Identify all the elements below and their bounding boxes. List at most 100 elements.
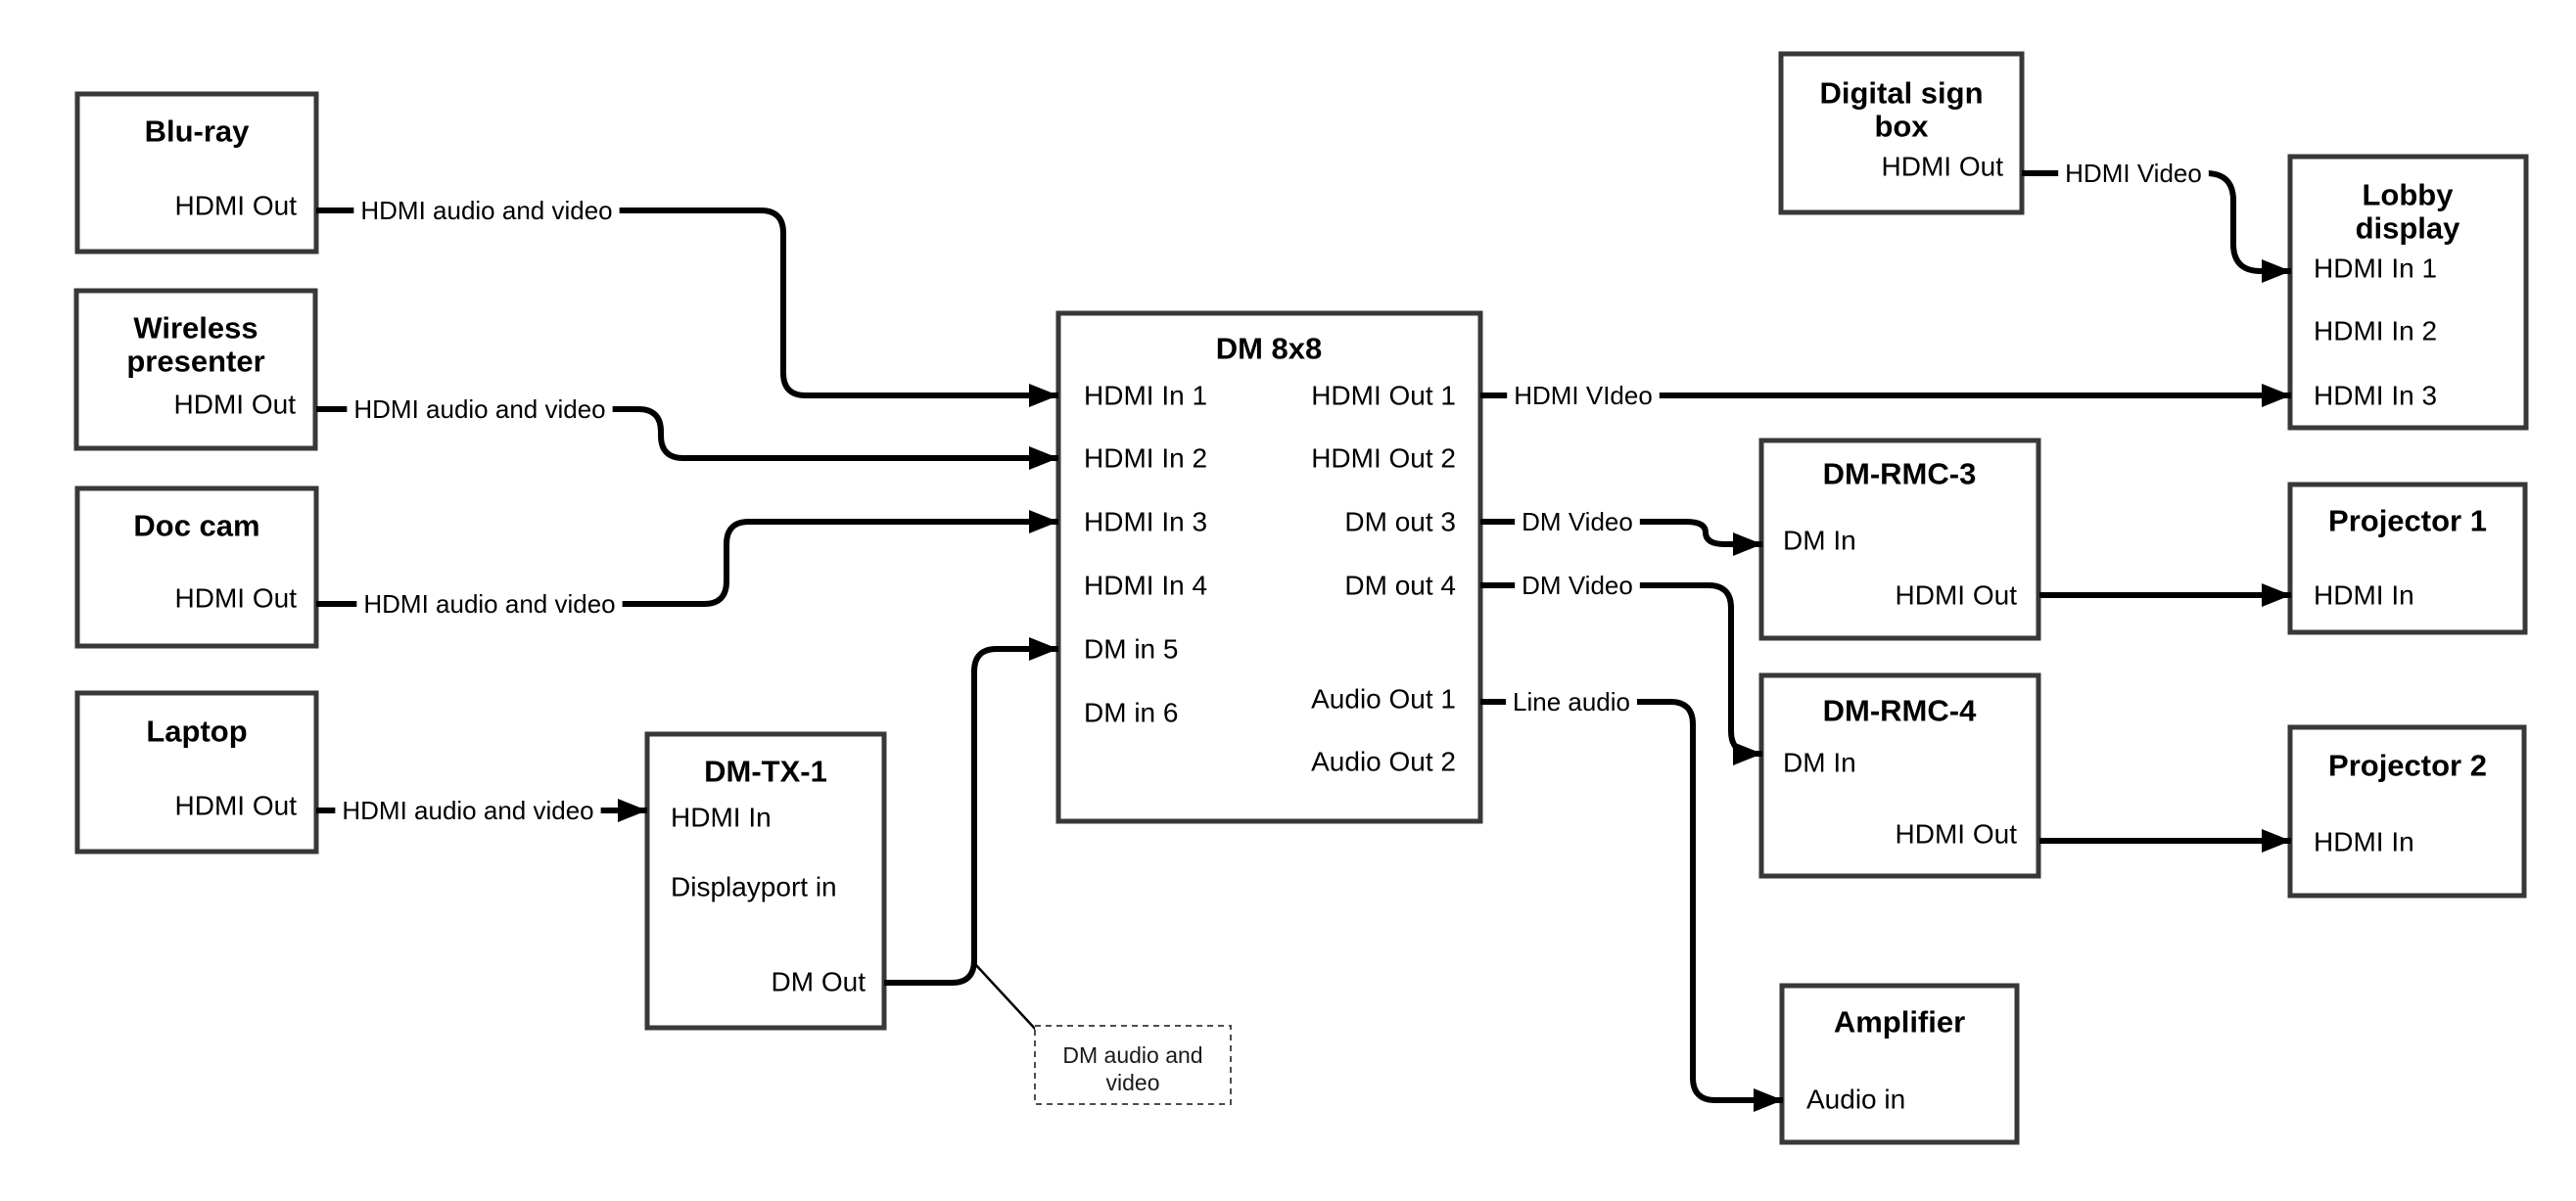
dm-8x8-port-dm-out-4: DM out 4 <box>1344 571 1456 601</box>
digital-sign-box-title-line2: box <box>1874 110 1929 144</box>
lobby-display-title-line2: display <box>2356 211 2461 246</box>
wire-label-wireless: HDMI audio and video <box>353 394 605 424</box>
dm-8x8-port-hdmi-in-1: HDMI In 1 <box>1084 381 1207 411</box>
dm-8x8-port-hdmi-in-3: HDMI In 3 <box>1084 507 1207 537</box>
node-dm-tx-1: DM-TX-1 HDMI In Displayport in DM Out <box>644 731 887 1031</box>
laptop-box <box>74 690 319 855</box>
projector-2-port-hdmi-in: HDMI In <box>2314 827 2414 857</box>
wire-label-laptop: HDMI audio and video <box>342 796 593 825</box>
dm-8x8-port-hdmi-out-1: HDMI Out 1 <box>1311 381 1456 411</box>
node-dm-rmc-3: DM-RMC-3 DM In HDMI Out <box>1758 438 2041 641</box>
dm-8x8-port-audio-out-2: Audio Out 2 <box>1311 747 1456 777</box>
dm-rmc-3-port-dm-in: DM In <box>1783 526 1856 556</box>
wire-label-doccam: HDMI audio and video <box>363 589 615 619</box>
dm-8x8-port-hdmi-in-4: HDMI In 4 <box>1084 571 1207 601</box>
node-amplifier: Amplifier Audio in <box>1779 983 2020 1145</box>
annotation-box <box>1034 1025 1232 1105</box>
dm-tx-1-box <box>644 731 887 1031</box>
wire-label-background <box>2058 157 2209 190</box>
wire-label-background <box>1506 685 1637 718</box>
node-laptop: Laptop HDMI Out <box>74 690 319 855</box>
dm-8x8-title: DM 8x8 <box>1216 332 1323 366</box>
node-wireless-presenter: Wireless presenter HDMI Out <box>73 288 318 451</box>
wire-labels: HDMI audio and video HDMI audio and vide… <box>335 157 2209 827</box>
wire-dm8x8-dm-out-4-to-dm-rmc-4-dm-in <box>1480 582 1762 765</box>
annotation-dm-audio-video: DM audio and video <box>974 963 1232 1105</box>
projector-1-port-hdmi-in: HDMI In <box>2314 580 2414 611</box>
dm-8x8-port-dm-in-5: DM in 5 <box>1084 634 1178 665</box>
doc-cam-box <box>74 485 319 649</box>
dm-tx-1-title: DM-TX-1 <box>704 755 827 789</box>
wire-label-hdmi-video-sign: HDMI Video <box>2065 159 2202 188</box>
node-projector-2: Projector 2 HDMI In <box>2287 724 2527 899</box>
wire-wireless-to-dm8x8-hdmi-in-2 <box>316 406 1058 470</box>
wire-dm8x8-dm-out-3-to-dm-rmc-3-dm-in <box>1480 519 1762 556</box>
amplifier-port-audio-in: Audio in <box>1806 1085 1905 1115</box>
dm-8x8-box <box>1055 310 1483 824</box>
annotation-text-line2: video <box>1106 1070 1160 1095</box>
node-projector-1: Projector 1 HDMI In <box>2287 482 2528 635</box>
wire-label-background <box>347 393 613 426</box>
digital-sign-box-box <box>1778 51 2025 215</box>
lobby-display-port-hdmi-in-2: HDMI In 2 <box>2314 316 2437 346</box>
laptop-port-hdmi-out: HDMI Out <box>175 791 298 821</box>
bluray-title: Blu-ray <box>145 115 251 149</box>
digital-sign-box-port-hdmi-out: HDMI Out <box>1882 152 2004 182</box>
wireless-presenter-title-line2: presenter <box>126 345 264 379</box>
wire-bluray-to-dm8x8-hdmi-in-1 <box>316 208 1058 407</box>
dm-8x8-port-dm-out-3: DM out 3 <box>1344 507 1456 537</box>
dm-rmc-4-port-hdmi-out: HDMI Out <box>1896 819 2018 850</box>
wire-label-dm-video-4: DM Video <box>1522 571 1633 600</box>
node-bluray: Blu-ray HDMI Out <box>74 91 319 254</box>
dm-rmc-3-port-hdmi-out: HDMI Out <box>1896 580 2018 611</box>
dm-rmc-4-port-dm-in: DM In <box>1783 748 1856 778</box>
doc-cam-port-hdmi-out: HDMI Out <box>175 583 298 614</box>
dm-rmc-4-title: DM-RMC-4 <box>1823 694 1977 728</box>
bluray-box <box>74 91 319 254</box>
dm-rmc-4-box <box>1758 672 2041 879</box>
amplifier-box <box>1779 983 2020 1145</box>
wireless-presenter-box <box>73 288 318 451</box>
doc-cam-title: Doc cam <box>133 509 259 543</box>
laptop-title: Laptop <box>146 715 247 749</box>
node-doc-cam: Doc cam HDMI Out <box>74 485 319 649</box>
wireless-presenter-title-line1: Wireless <box>133 311 258 346</box>
dm-tx-1-port-displayport-in: Displayport in <box>671 872 837 902</box>
dm-8x8-port-audio-out-1: Audio Out 1 <box>1311 684 1456 715</box>
projector-1-title: Projector 1 <box>2328 504 2487 538</box>
annotation-text-line1: DM audio and <box>1062 1042 1202 1068</box>
wire-label-line-audio: Line audio <box>1513 687 1630 716</box>
lobby-display-title-line1: Lobby <box>2363 178 2455 212</box>
wire-label-background <box>353 194 620 227</box>
wire-label-background <box>356 587 623 621</box>
wire-label-background <box>1515 569 1640 602</box>
dm-8x8-port-hdmi-out-2: HDMI Out 2 <box>1311 443 1456 474</box>
dm-tx-1-port-hdmi-in: HDMI In <box>671 803 772 833</box>
wireless-presenter-port-hdmi-out: HDMI Out <box>174 390 297 420</box>
node-dm-8x8: DM 8x8 HDMI In 1 HDMI In 2 HDMI In 3 HDM… <box>1055 310 1483 824</box>
node-dm-rmc-4: DM-RMC-4 DM In HDMI Out <box>1758 672 2041 879</box>
dm-8x8-port-dm-in-6: DM in 6 <box>1084 698 1178 728</box>
wire-dm-tx-1-to-dm8x8-dm-in-5 <box>884 637 1058 986</box>
bluray-port-hdmi-out: HDMI Out <box>175 191 298 221</box>
node-lobby-display: Lobby display HDMI In 1 HDMI In 2 HDMI I… <box>2287 154 2529 431</box>
wire-label-dm-video-3: DM Video <box>1522 507 1633 536</box>
projector-2-title: Projector 2 <box>2328 749 2487 783</box>
wire-label-hdmi-video-out1: HDMI VIdeo <box>1514 381 1653 410</box>
lobby-display-port-hdmi-in-1: HDMI In 1 <box>2314 254 2437 284</box>
annotation-leader-line <box>974 963 1037 1031</box>
wire-dm8x8-audio-out-1-to-amplifier-audio-in <box>1480 699 1783 1112</box>
wire-label-background <box>335 794 601 827</box>
projector-1-box <box>2287 482 2528 635</box>
dm-tx-1-port-dm-out: DM Out <box>772 967 866 997</box>
wire-digital-sign-to-lobby-hdmi-in-1 <box>2022 170 2291 283</box>
amplifier-title: Amplifier <box>1834 1005 1965 1039</box>
dm-rmc-3-title: DM-RMC-3 <box>1823 457 1977 491</box>
wire-label-background <box>1515 505 1640 538</box>
projector-2-box <box>2287 724 2527 899</box>
dm-8x8-port-hdmi-in-2: HDMI In 2 <box>1084 443 1207 474</box>
digital-sign-box-title-line1: Digital sign <box>1819 76 1983 111</box>
lobby-display-port-hdmi-in-3: HDMI In 3 <box>2314 381 2437 411</box>
node-digital-sign-box: Digital sign box HDMI Out <box>1778 51 2025 215</box>
